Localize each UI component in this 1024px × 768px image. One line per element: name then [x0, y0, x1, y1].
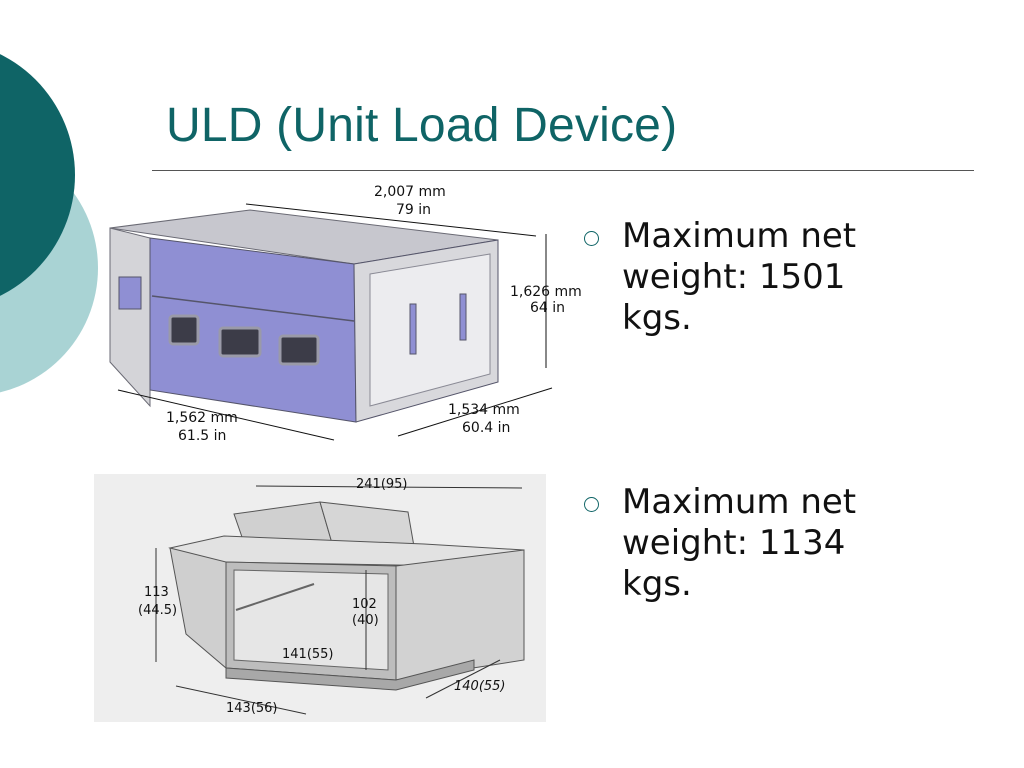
bullet-circle-icon — [584, 231, 599, 246]
bullet-text: Maximum net weight: 1134 kgs. — [622, 482, 857, 604]
dim-inner-height-a: 102 — [352, 597, 377, 612]
dim-line-top-width — [255, 485, 523, 489]
dim-inner-height-b: (40) — [352, 613, 379, 628]
door-inner — [369, 253, 491, 407]
front-opening — [233, 569, 389, 671]
slide-title: ULD (Unit Load Device) — [166, 99, 678, 152]
dim-depth: 140(55) — [454, 679, 506, 694]
panel-seam — [151, 295, 355, 322]
right-side — [395, 549, 525, 681]
dim-inner-base: 141(55) — [282, 647, 334, 662]
handle-2 — [218, 326, 262, 358]
dim-line-base-width — [175, 685, 307, 715]
dim-left-height-b: (44.5) — [138, 603, 177, 618]
dim-base-in: 61.5 in — [178, 428, 226, 444]
handle-1 — [168, 314, 200, 346]
dim-line-depth — [425, 659, 501, 699]
decorative-circles — [0, 54, 98, 393]
container-left-wing — [109, 227, 151, 408]
uld-diagram-bottom: 241(95) 113 (44.5) 102 (40) 141(55) 143(… — [94, 474, 546, 722]
door-latch-1 — [409, 303, 417, 355]
dim-width-in: 79 in — [396, 202, 431, 218]
base-skid — [225, 659, 475, 691]
handle-3 — [278, 334, 320, 366]
uld-diagram-top: 2,007 mm 79 in 1,626 mm 64 in 1,534 mm 6… — [109, 184, 582, 444]
dim-line-depth — [397, 387, 553, 437]
dark-circle — [0, 54, 75, 296]
dim-height-in: 64 in — [530, 300, 565, 316]
dim-base-width: 143(56) — [226, 701, 278, 716]
dim-width-mm: 2,007 mm — [374, 184, 446, 200]
bullet-circle-icon — [584, 497, 599, 512]
dim-depth-in: 60.4 in — [462, 420, 510, 436]
dim-line-top — [245, 203, 537, 237]
door-latch-2 — [459, 293, 467, 341]
title-divider — [152, 170, 974, 171]
inner-shelf — [235, 583, 315, 611]
dim-left-height-a: 113 — [144, 585, 169, 600]
bullet-text: Maximum net weight: 1501 kgs. — [622, 216, 857, 338]
small-window — [118, 276, 142, 310]
dim-line-base — [117, 389, 335, 441]
dim-base-mm: 1,562 mm — [166, 410, 238, 426]
dim-depth-mm: 1,534 mm — [448, 402, 520, 418]
dim-height-mm: 1,626 mm — [510, 284, 582, 300]
dim-top-width: 241(95) — [356, 477, 408, 492]
